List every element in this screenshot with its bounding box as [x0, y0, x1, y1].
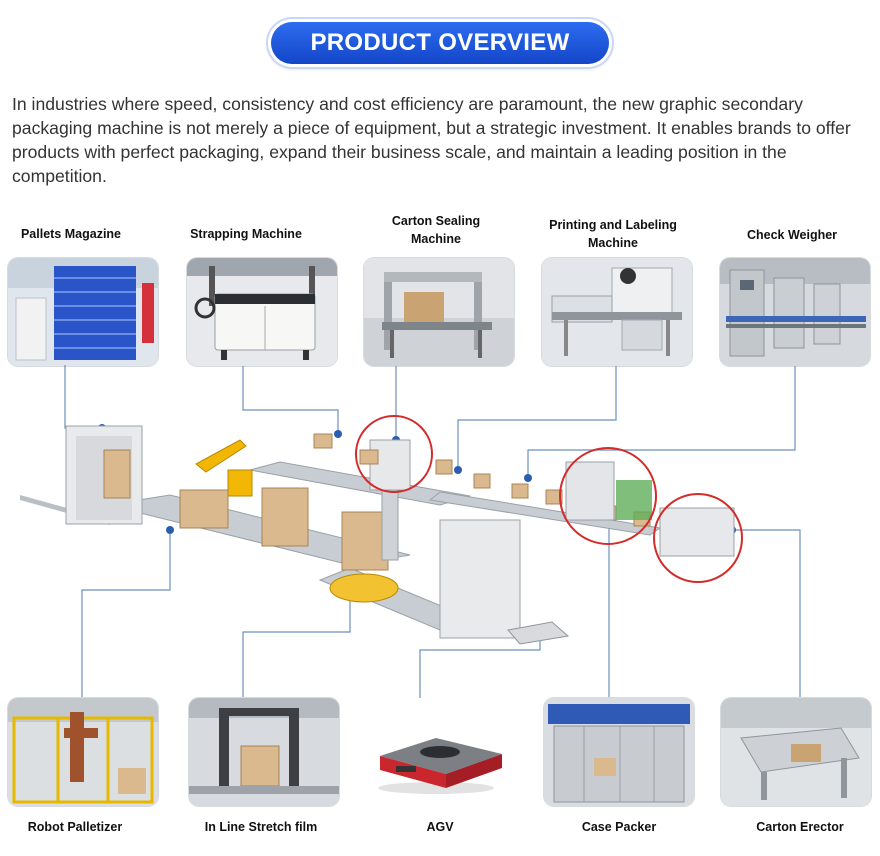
agv-robot-photo	[366, 698, 516, 806]
label-check-weigher: Check Weigher	[746, 228, 838, 242]
label-inline-stretch-film: In Line Stretch film	[204, 820, 318, 834]
label-carton-erector: Carton Erector	[756, 820, 844, 834]
label-strapping-machine: Strapping Machine	[190, 227, 302, 241]
label-printing-labeling-machine: Printing and Labeling Machine	[549, 218, 677, 250]
strapping-machine-photo	[187, 258, 337, 366]
stretch-wrapper-photo	[189, 698, 339, 806]
label-robot-palletizer: Robot Palletizer	[27, 820, 123, 834]
label-pallets-magazine: Pallets Magazine	[20, 227, 122, 241]
intro-paragraph: In industries where speed, consistency a…	[12, 94, 851, 186]
carton-sealer-photo	[364, 258, 514, 366]
pallet-stack-photo	[8, 258, 158, 366]
label-agv: AGV	[426, 820, 454, 834]
label-case-packer: Case Packer	[581, 820, 657, 834]
page-title: PRODUCT OVERVIEW	[271, 22, 609, 64]
checkweigher-photo	[720, 258, 870, 366]
labeler-photo	[542, 258, 692, 366]
case-packer-photo	[544, 698, 694, 806]
label-carton-sealing-machine: Carton Sealing Machine	[391, 214, 481, 246]
carton-erector-photo	[721, 698, 871, 806]
palletizer-cell-photo	[8, 698, 158, 806]
